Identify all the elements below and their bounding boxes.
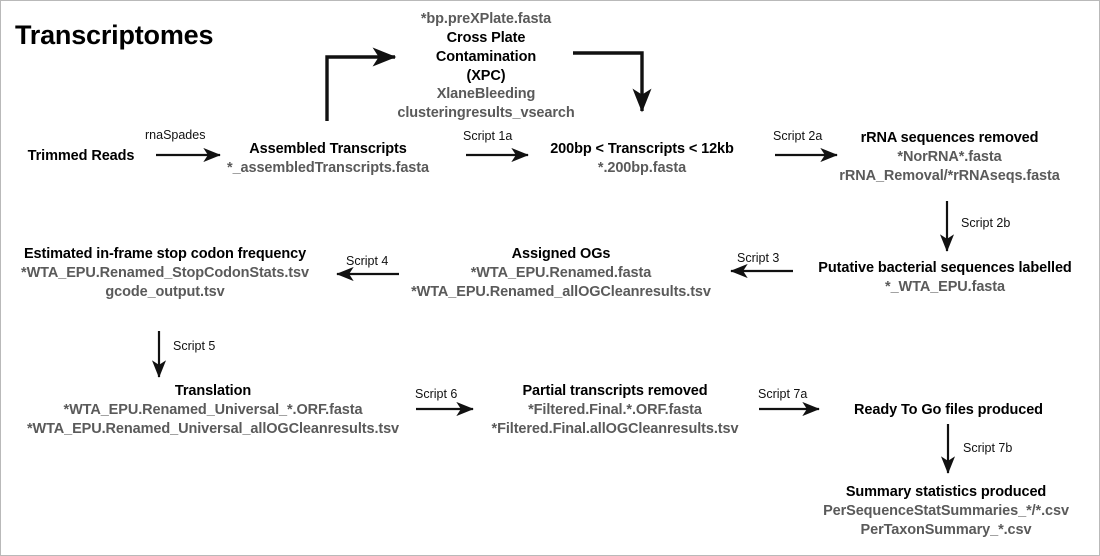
assigned-ogs-header: Assigned OGs xyxy=(511,246,611,262)
node-assembled-transcripts: Assembled Transcripts *_assembledTranscr… xyxy=(181,140,475,178)
xpc-file-top: *bp.preXPlate.fasta xyxy=(420,11,552,27)
assembled-transcripts-header: Assembled Transcripts xyxy=(249,141,407,157)
node-stop-codon-frequency: Estimated in-frame stop codon frequency … xyxy=(5,245,325,302)
length-filter-header: 200bp < Transcripts < 12kb xyxy=(550,141,734,157)
node-trimmed-reads: Trimmed Reads xyxy=(1,147,161,166)
node-partial-transcripts-removed: Partial transcripts removed *Filtered.Fi… xyxy=(471,382,759,439)
xpc-file-1: XlaneBleeding xyxy=(436,86,536,103)
bacterial-labelled-file-1: *_WTA_EPU.fasta xyxy=(885,278,1005,295)
assigned-ogs-file-1: *WTA_EPU.Renamed.fasta xyxy=(470,264,652,281)
edge-label-script-2a: Script 2a xyxy=(773,129,823,143)
node-assigned-ogs: Assigned OGs *WTA_EPU.Renamed.fasta *WTA… xyxy=(399,245,723,302)
stop-codon-file-1: *WTA_EPU.Renamed_StopCodonStats.tsv xyxy=(21,264,309,281)
length-filter-file-1: *.200bp.fasta xyxy=(597,159,687,176)
rrna-removed-file-1: *NorRNA*.fasta xyxy=(897,148,1002,165)
partial-removed-file-1: *Filtered.Final.*.ORF.fasta xyxy=(528,401,702,418)
summary-stats-file-1: PerSequenceStatSummaries_*/*.csv xyxy=(823,502,1069,519)
node-length-filter: 200bp < Transcripts < 12kb *.200bp.fasta xyxy=(517,140,767,178)
edge-label-script-6: Script 6 xyxy=(415,387,458,401)
trimmed-reads-header: Trimmed Reads xyxy=(27,148,135,164)
edge-label-script-7a: Script 7a xyxy=(758,387,808,401)
xpc-header-line-1: Cross Plate xyxy=(446,29,526,46)
bacterial-labelled-header: Putative bacterial sequences labelled xyxy=(818,260,1072,276)
translation-file-1: *WTA_EPU.Renamed_Universal_*.ORF.fasta xyxy=(63,401,363,418)
partial-removed-header: Partial transcripts removed xyxy=(522,383,708,399)
translation-header: Translation xyxy=(174,383,252,399)
ready-to-go-header: Ready To Go files produced xyxy=(854,402,1043,418)
edge-label-script-4: Script 4 xyxy=(346,254,389,268)
edge-label-script-2b: Script 2b xyxy=(961,216,1011,230)
rrna-removed-header: rRNA sequences removed xyxy=(860,130,1039,146)
node-cross-plate-contamination: *bp.preXPlate.fasta Cross Plate Contamin… xyxy=(341,10,631,123)
stop-codon-header: Estimated in-frame stop codon frequency xyxy=(23,246,307,262)
edge-label-script-5: Script 5 xyxy=(173,339,216,353)
node-summary-statistics: Summary statistics produced PerSequenceS… xyxy=(791,483,1099,540)
edge-label-rnaspades: rnaSpades xyxy=(145,128,206,142)
partial-removed-file-2: *Filtered.Final.allOGCleanresults.tsv xyxy=(491,420,739,437)
node-bacterial-labelled: Putative bacterial sequences labelled *_… xyxy=(795,259,1095,297)
rrna-removed-file-2: rRNA_Removal/*rRNAseqs.fasta xyxy=(839,167,1060,184)
edge-label-script-3: Script 3 xyxy=(737,251,780,265)
assigned-ogs-file-2: *WTA_EPU.Renamed_allOGCleanresults.tsv xyxy=(411,283,711,300)
stop-codon-file-2: gcode_output.tsv xyxy=(105,283,225,300)
xpc-file-2: clusteringresults_vsearch xyxy=(397,105,575,122)
node-rrna-removed: rRNA sequences removed *NorRNA*.fasta rR… xyxy=(827,129,1072,186)
edge-label-script-1a: Script 1a xyxy=(463,129,513,143)
xpc-header-line-3: (XPC) xyxy=(466,67,506,84)
node-translation: Translation *WTA_EPU.Renamed_Universal_*… xyxy=(1,382,425,439)
page-title: Transcriptomes xyxy=(15,20,214,50)
assembled-transcripts-file-1: *_assembledTranscripts.fasta xyxy=(227,159,429,176)
summary-stats-file-2: PerTaxonSummary_*.csv xyxy=(860,521,1032,538)
summary-stats-header: Summary statistics produced xyxy=(845,484,1047,500)
xpc-header-line-2: Contamination xyxy=(435,48,537,65)
edge-label-script-7b: Script 7b xyxy=(963,441,1013,455)
translation-file-2: *WTA_EPU.Renamed_Universal_allOGCleanres… xyxy=(26,420,400,437)
node-ready-to-go: Ready To Go files produced xyxy=(826,401,1071,420)
